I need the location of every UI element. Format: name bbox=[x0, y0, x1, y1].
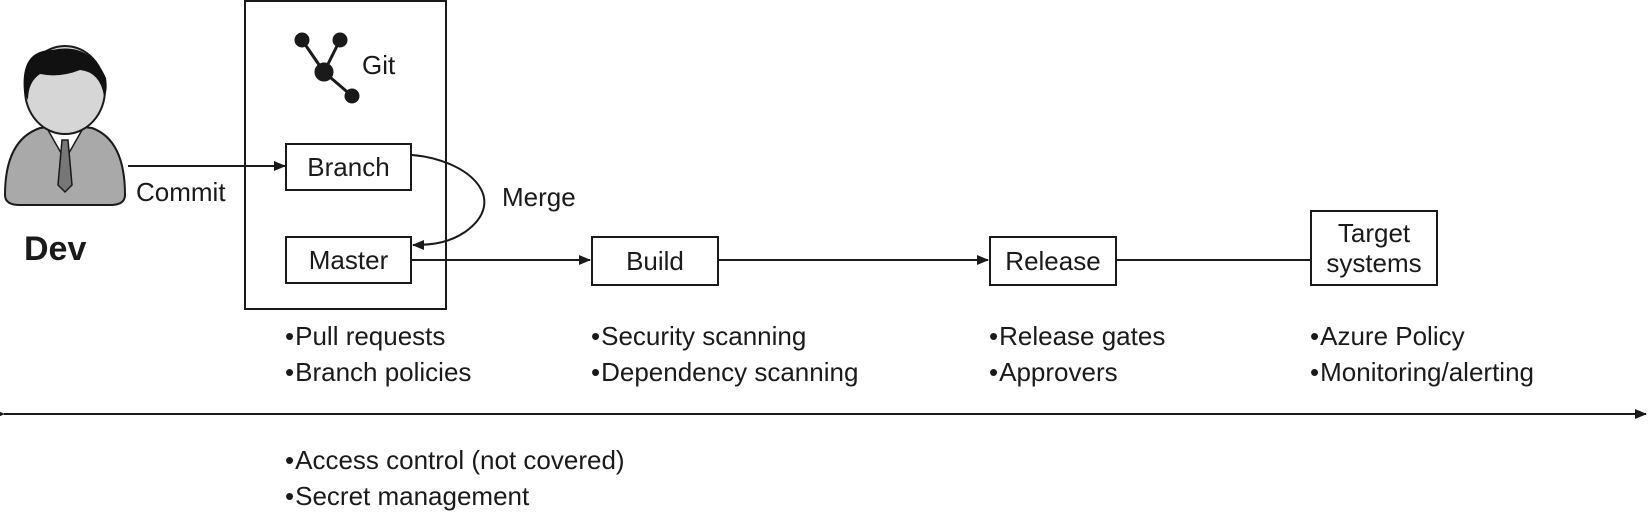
git-repository-frame bbox=[244, 0, 447, 310]
master-node: Master bbox=[285, 236, 412, 284]
list-item: Branch policies bbox=[285, 354, 471, 390]
target-controls-list: Azure Policy Monitoring/alerting bbox=[1310, 318, 1534, 390]
build-node: Build bbox=[591, 236, 719, 286]
git-branch-icon bbox=[294, 32, 360, 104]
master-node-label: Master bbox=[308, 245, 389, 275]
merge-arrow bbox=[411, 154, 486, 250]
list-item: Security scanning bbox=[591, 318, 858, 354]
list-item: Release gates bbox=[989, 318, 1165, 354]
branch-node-label: Branch bbox=[307, 152, 390, 182]
build-node-label: Build bbox=[626, 246, 684, 276]
developer-label: Dev bbox=[24, 230, 87, 268]
list-item: Monitoring/alerting bbox=[1310, 354, 1534, 390]
list-item: Access control (not covered) bbox=[285, 442, 624, 478]
build-controls-list: Security scanning Dependency scanning bbox=[591, 318, 858, 390]
list-item: Azure Policy bbox=[1310, 318, 1534, 354]
git-label: Git bbox=[362, 50, 396, 80]
git-controls-list: Pull requests Branch policies bbox=[285, 318, 471, 390]
branch-node: Branch bbox=[285, 143, 412, 191]
list-item: Pull requests bbox=[285, 318, 471, 354]
overall-controls-list: Access control (not covered) Secret mana… bbox=[285, 442, 625, 514]
merge-label: Merge bbox=[502, 182, 576, 212]
release-controls-list: Release gates Approvers bbox=[989, 318, 1165, 390]
commit-label: Commit bbox=[136, 177, 226, 207]
target-systems-label-line1: Target bbox=[1337, 218, 1411, 248]
target-systems-node: Target systems bbox=[1310, 210, 1438, 286]
target-systems-label-line2: systems bbox=[1326, 248, 1422, 278]
release-node: Release bbox=[989, 236, 1117, 286]
list-item: Approvers bbox=[989, 354, 1165, 390]
developer-avatar-icon bbox=[3, 45, 127, 206]
release-node-label: Release bbox=[1005, 246, 1101, 276]
list-item: Secret management bbox=[285, 478, 625, 514]
list-item: Dependency scanning bbox=[591, 354, 858, 390]
